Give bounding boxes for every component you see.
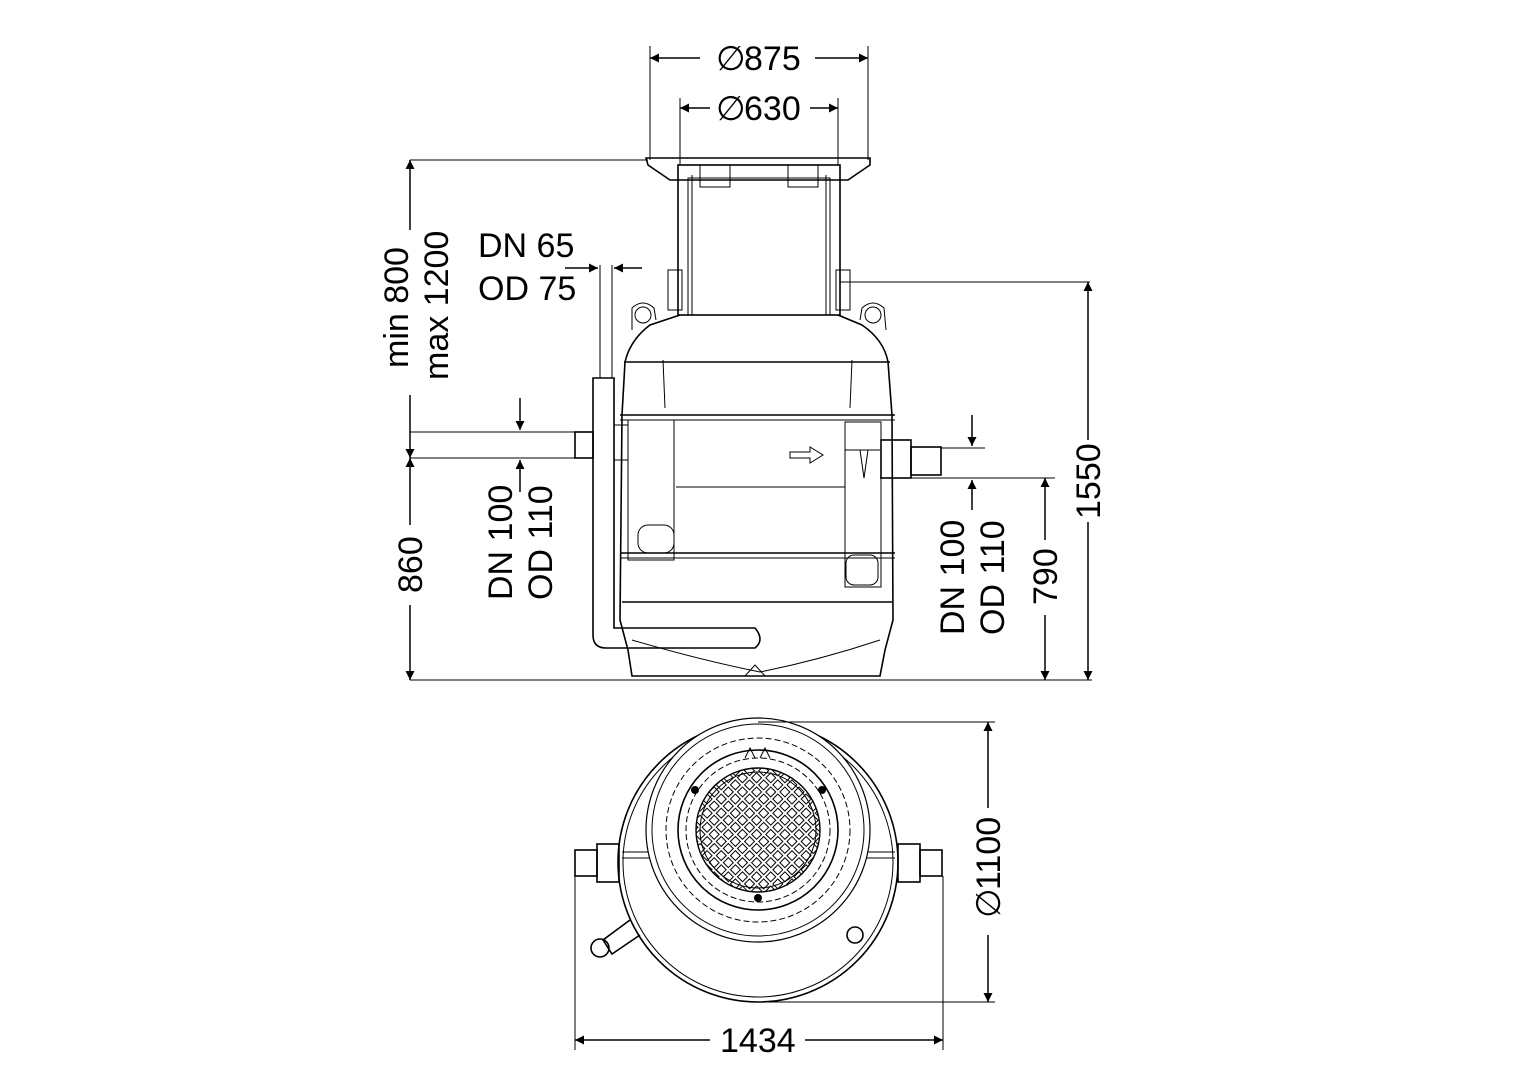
dimension-overall-width: 1434 <box>574 876 944 1060</box>
dimension-total-height: 1550 <box>1070 282 1108 680</box>
vent-pipe-dn-label: DN 65 <box>478 227 574 265</box>
top-frame-diameter-label: 875 <box>744 40 801 78</box>
side-view: ∅ 875 ∅ 630 <box>378 40 1108 681</box>
outlet-pipe: DN 100 OD 110 <box>880 415 1055 635</box>
inlet-pipe-od-label: OD 110 <box>522 485 560 600</box>
top-view: ∅ 1100 1434 <box>574 717 1008 1060</box>
diameter-symbol: ∅ <box>716 40 746 78</box>
tank-body <box>619 302 895 677</box>
inlet-pipe-dn-label: DN 100 <box>482 485 520 600</box>
flow-direction-arrow <box>789 446 824 464</box>
shaft-diameter-label: 630 <box>744 90 801 128</box>
dimension-body-diameter: ∅ 1100 <box>758 721 1008 1003</box>
diameter-symbol: ∅ <box>716 90 746 128</box>
inlet-pipe: DN 100 OD 110 <box>410 398 629 600</box>
overall-width-label: 1434 <box>720 1022 796 1060</box>
dimension-cover-height: min 800 max 1200 <box>378 160 456 458</box>
dimension-top-frame-diameter: ∅ 875 <box>649 40 869 160</box>
vent-pipe-od-label: OD 75 <box>478 270 576 308</box>
inlet-height-label: 860 <box>392 536 430 593</box>
dimension-inlet-height: 860 <box>392 458 430 680</box>
body-diameter-label: 1100 <box>970 817 1008 890</box>
cover-height-max-label: max 1200 <box>418 231 456 380</box>
dimension-shaft-diameter: ∅ 630 <box>679 90 839 165</box>
cover-height-min-label: min 800 <box>378 247 416 368</box>
outlet-pipe-dn-label: DN 100 <box>934 520 972 635</box>
diameter-symbol: ∅ <box>970 888 1008 918</box>
outlet-pipe-od-label: OD 110 <box>974 520 1012 635</box>
dimension-outlet-height: 790 <box>1027 478 1065 680</box>
manhole-cover-and-shaft <box>410 157 1090 316</box>
outlet-height-label: 790 <box>1027 548 1065 605</box>
vent-pipe: DN 65 OD 75 <box>478 227 761 649</box>
total-height-label: 1550 <box>1070 443 1108 519</box>
